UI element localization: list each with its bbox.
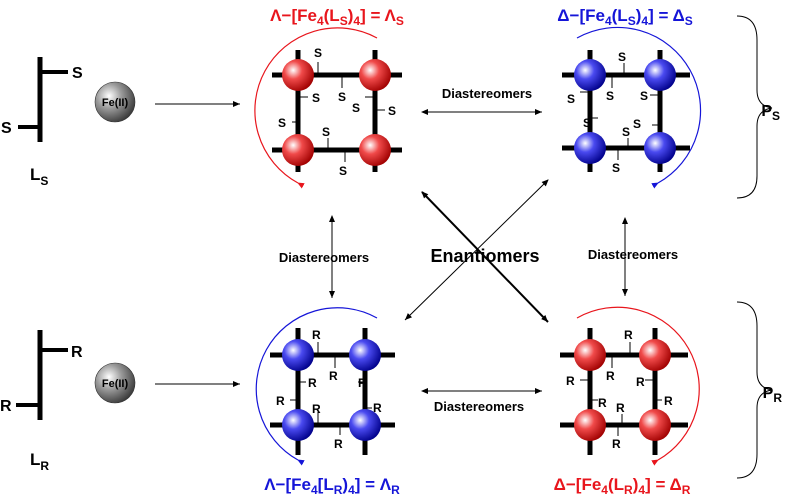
svg-text:S: S bbox=[618, 50, 626, 64]
label-lambda-r: Λ−[Fe4[LR)4] = ΛR bbox=[264, 475, 400, 497]
lr-bottom-atom: R bbox=[0, 398, 12, 415]
svg-text:R: R bbox=[329, 369, 338, 383]
svg-text:S: S bbox=[339, 164, 347, 178]
arrow-enantiomers-antidiagonal bbox=[404, 179, 549, 321]
svg-text:R: R bbox=[612, 437, 621, 451]
label-enantiomers: Enantiomers bbox=[430, 246, 539, 266]
svg-text:R: R bbox=[276, 394, 285, 408]
svg-text:R: R bbox=[373, 401, 382, 415]
svg-text:S: S bbox=[322, 125, 330, 139]
label-diastereomers-right: Diastereomers bbox=[588, 247, 678, 262]
svg-text:R: R bbox=[358, 376, 367, 390]
svg-text:S: S bbox=[314, 46, 322, 60]
svg-text:Fe(II): Fe(II) bbox=[102, 97, 129, 109]
fe-sphere-top: Fe(II) bbox=[94, 81, 136, 123]
svg-text:S: S bbox=[352, 101, 360, 115]
svg-text:S: S bbox=[640, 89, 648, 103]
svg-text:R: R bbox=[312, 402, 321, 416]
ligand-ls: S S LS bbox=[1, 57, 83, 188]
svg-text:S: S bbox=[567, 92, 575, 106]
svg-text:S: S bbox=[606, 89, 614, 103]
svg-text:R: R bbox=[598, 396, 607, 410]
svg-text:R: R bbox=[312, 328, 321, 342]
brace-ps bbox=[736, 15, 773, 199]
label-diastereomers-bottom: Diastereomers bbox=[434, 399, 524, 414]
complex-lambda-s: S S S S S S S S Λ−[Fe4(LS)4] = ΛS bbox=[254, 6, 404, 189]
label-delta-s: Δ−[Fe4(LS)4] = ΔS bbox=[557, 6, 692, 28]
svg-text:R: R bbox=[664, 394, 673, 408]
complex-lambda-r: R R R R R R R R Λ−[Fe4[LR)4] = ΛR bbox=[255, 307, 400, 497]
svg-text:R: R bbox=[616, 401, 625, 415]
svg-text:R: R bbox=[636, 375, 645, 389]
fe-sphere-bottom: Fe(II) bbox=[94, 362, 136, 404]
lr-top-atom: R bbox=[71, 344, 83, 361]
svg-text:Fe(II): Fe(II) bbox=[102, 378, 129, 390]
svg-text:S: S bbox=[633, 117, 641, 131]
label-diastereomers-left: Diastereomers bbox=[279, 250, 369, 265]
svg-text:R: R bbox=[606, 369, 615, 383]
svg-text:S: S bbox=[612, 161, 620, 175]
svg-text:R: R bbox=[566, 374, 575, 388]
label-ps: PS bbox=[761, 103, 780, 123]
complex-delta-s: S S S S S S S S Δ−[Fe4(LS)4] = ΔS bbox=[557, 6, 702, 189]
brace-pr bbox=[736, 301, 773, 479]
ls-label: LS bbox=[30, 165, 48, 188]
label-diastereomers-top: Diastereomers bbox=[442, 86, 532, 101]
ls-bottom-atom: S bbox=[1, 120, 12, 137]
svg-text:R: R bbox=[624, 328, 633, 342]
svg-text:R: R bbox=[334, 437, 343, 451]
svg-text:S: S bbox=[583, 116, 591, 130]
lr-label: LR bbox=[30, 450, 49, 473]
label-lambda-s: Λ−[Fe4(LS)4] = ΛS bbox=[270, 6, 404, 28]
svg-text:R: R bbox=[308, 376, 317, 390]
svg-text:S: S bbox=[278, 116, 286, 130]
svg-text:S: S bbox=[622, 125, 630, 139]
ligand-lr: R R LR bbox=[0, 330, 83, 473]
svg-text:S: S bbox=[338, 90, 346, 104]
label-pr: PR bbox=[763, 385, 783, 405]
ls-top-atom: S bbox=[72, 65, 83, 82]
svg-text:S: S bbox=[388, 104, 396, 118]
label-delta-r: Δ−[Fe4(LR)4] = ΔR bbox=[554, 475, 691, 497]
complex-delta-r: R R R R R R R R Δ−[Fe4(LR)4] = ΔR bbox=[554, 306, 700, 497]
svg-text:S: S bbox=[312, 91, 320, 105]
